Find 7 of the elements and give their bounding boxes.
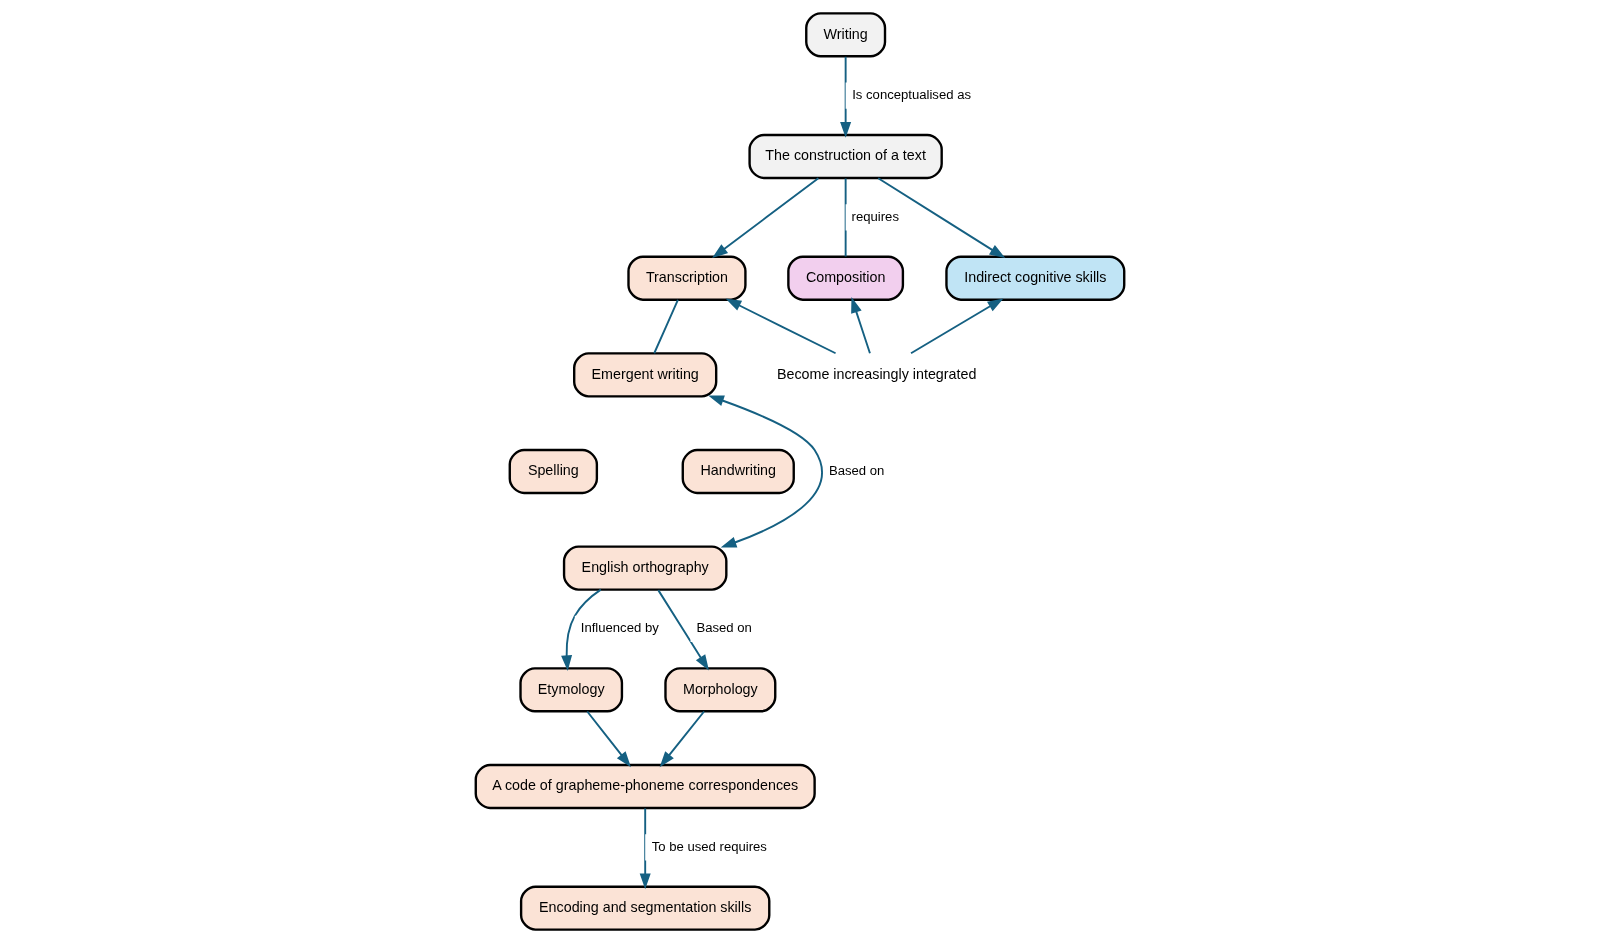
edge-label: Based on	[828, 462, 885, 478]
edge-label: To be used requires	[651, 838, 767, 854]
node-text: Become increasingly integrated	[776, 365, 977, 382]
edge-label: Influenced by	[580, 620, 659, 636]
edge-label: Based on	[696, 620, 752, 636]
edge-label: Is conceptualised as	[852, 87, 971, 103]
edge-label: requires	[851, 208, 899, 224]
